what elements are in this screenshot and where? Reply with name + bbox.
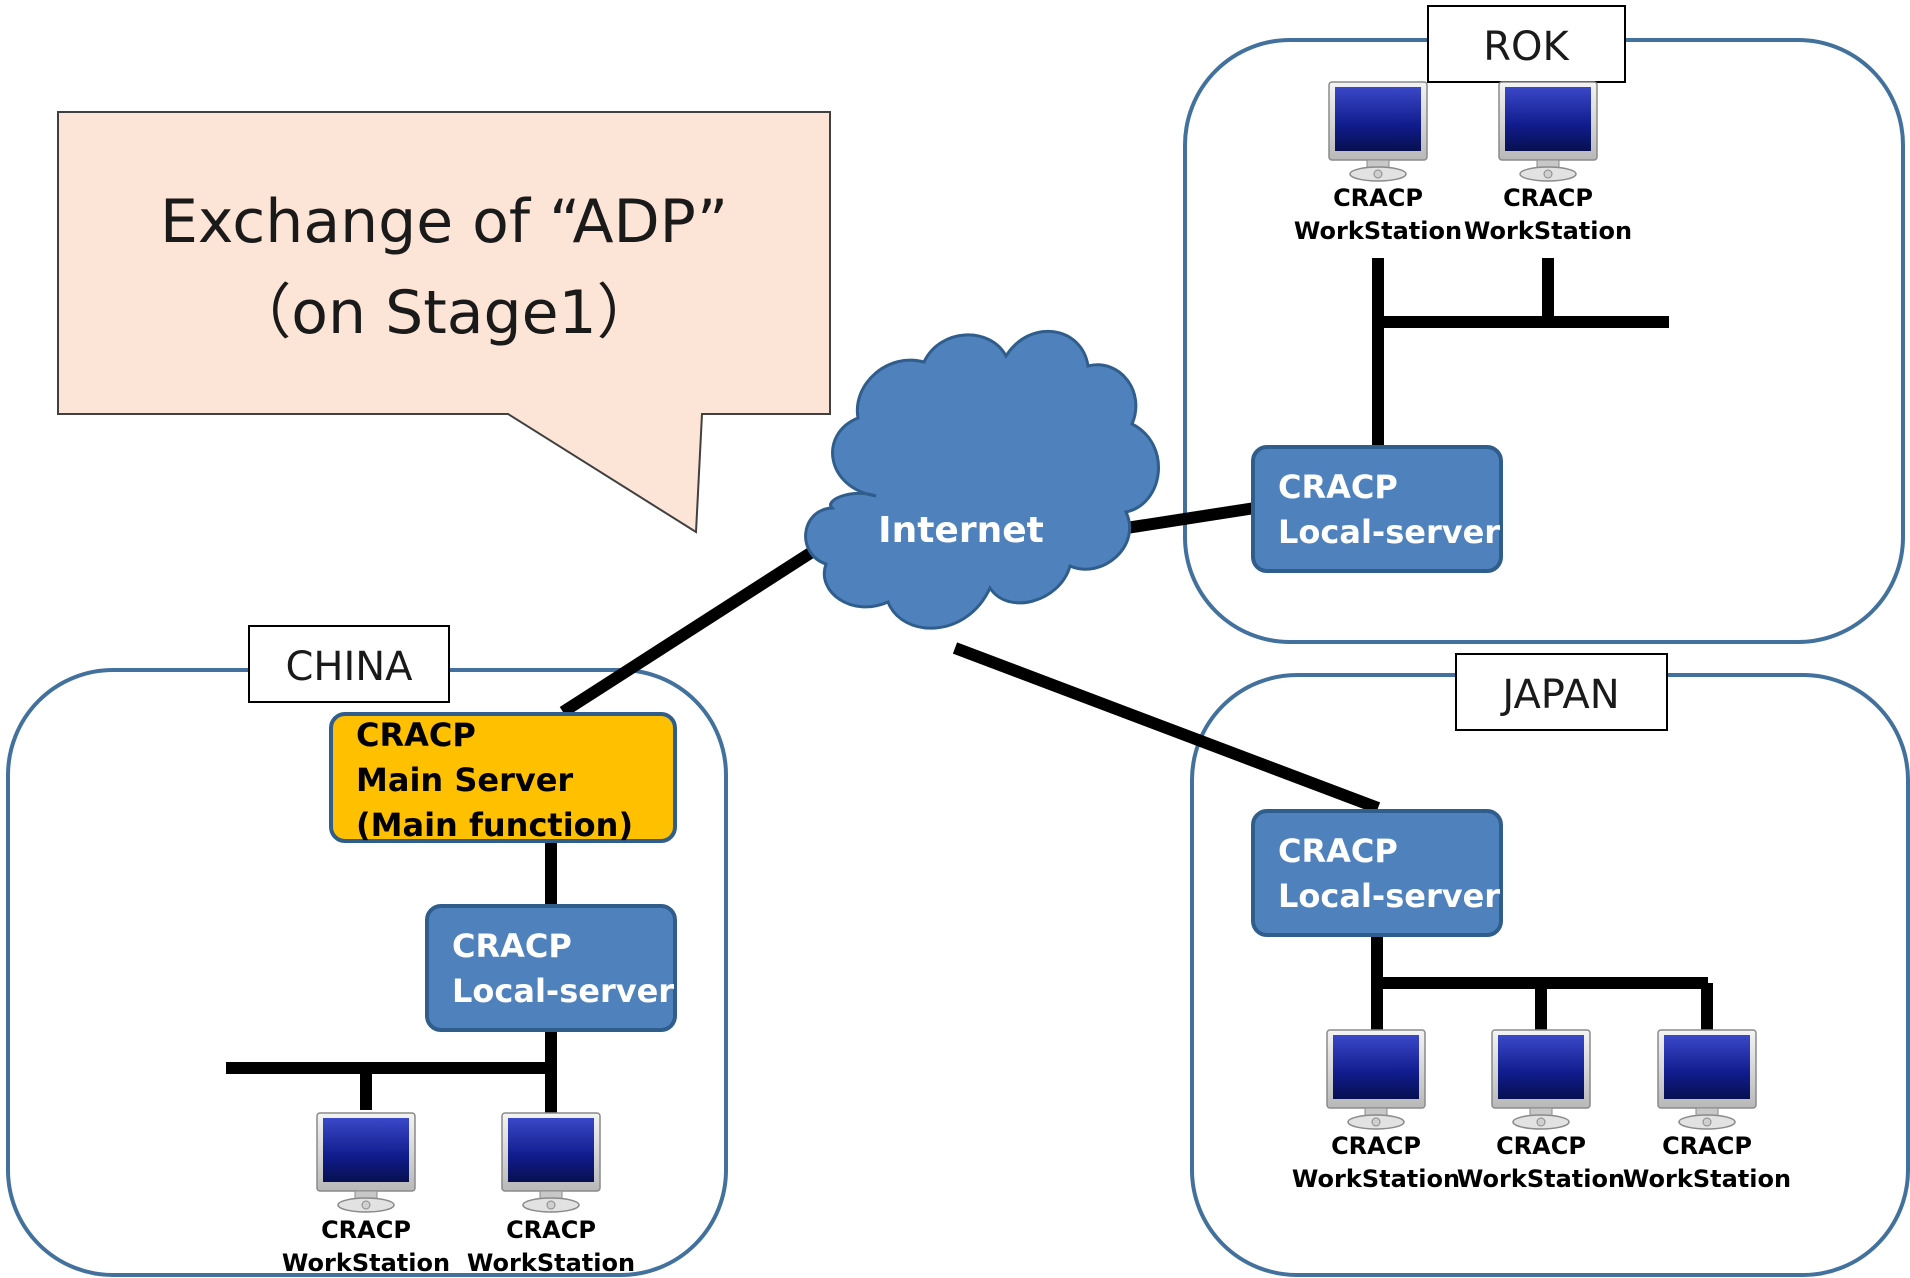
japan-workstation-2-line2: WorkStation	[1457, 1165, 1625, 1193]
japan-workstation-2: CRACP WorkStation	[1457, 1029, 1625, 1193]
china-workstation-1-line1: CRACP	[321, 1216, 411, 1244]
china-workstation-1: CRACP WorkStation	[282, 1112, 450, 1277]
internet-cloud: Internet	[804, 329, 1160, 630]
china-local-server: CRACP Local-server	[425, 904, 677, 1032]
rok-local-server: CRACP Local-server	[1251, 445, 1503, 573]
china-local-server-line1: CRACP	[452, 927, 572, 965]
japan-local-server-line1: CRACP	[1278, 832, 1398, 870]
japan-workstation-3: CRACP WorkStation	[1623, 1029, 1791, 1193]
china-workstation-2-line2: WorkStation	[467, 1249, 635, 1277]
rok-workstation-2-line2: WorkStation	[1464, 217, 1632, 245]
monitor-icon	[1328, 81, 1428, 182]
china-workstation-2-line1: CRACP	[506, 1216, 596, 1244]
monitor-icon	[1491, 1029, 1591, 1130]
rok-workstation-1-line2: WorkStation	[1294, 217, 1462, 245]
link-internet-japan	[952, 642, 1381, 814]
monitor-icon	[1498, 81, 1598, 182]
region-label-china-text: CHINA	[285, 644, 413, 690]
region-label-japan: JAPAN	[1455, 653, 1668, 731]
monitor-icon	[1657, 1029, 1757, 1130]
region-label-china: CHINA	[248, 625, 450, 703]
monitor-icon	[316, 1112, 416, 1213]
japan-workstation-1-line2: WorkStation	[1292, 1165, 1460, 1193]
china-main-server: CRACP Main Server (Main function)	[329, 712, 677, 844]
japan-workstation-3-line1: CRACP	[1662, 1132, 1752, 1160]
rok-local-server-line1: CRACP	[1278, 468, 1398, 506]
region-label-rok-text: ROK	[1483, 24, 1570, 70]
japan-local-server: CRACP Local-server	[1251, 809, 1503, 937]
rok-workstation-2: CRACP WorkStation	[1464, 81, 1632, 245]
japan-workstation-1-line1: CRACP	[1331, 1132, 1421, 1160]
rok-local-server-line2: Local-server	[1278, 513, 1500, 551]
rok-workstation-1: CRACP WorkStation	[1294, 81, 1462, 245]
rok-workstation-2-line1: CRACP	[1503, 184, 1593, 212]
region-label-japan-text: JAPAN	[1499, 672, 1619, 718]
japan-local-server-line2: Local-server	[1278, 877, 1500, 915]
china-main-server-line3: (Main function)	[356, 806, 633, 844]
china-workstation-2: CRACP WorkStation	[467, 1112, 635, 1277]
region-label-rok: ROK	[1427, 5, 1626, 83]
callout-title: Exchange of “ADP”	[160, 187, 728, 257]
japan-workstation-2-line1: CRACP	[1496, 1132, 1586, 1160]
china-main-server-line2: Main Server	[356, 761, 573, 799]
japan-workstation-1: CRACP WorkStation	[1292, 1029, 1460, 1193]
internet-label: Internet	[878, 510, 1044, 551]
china-workstation-1-line2: WorkStation	[282, 1249, 450, 1277]
monitor-icon	[1326, 1029, 1426, 1130]
callout-subtitle: （on Stage1）	[231, 278, 656, 348]
monitor-icon	[501, 1112, 601, 1213]
china-local-server-line2: Local-server	[452, 972, 674, 1010]
rok-workstation-1-line1: CRACP	[1333, 184, 1423, 212]
link-internet-china	[559, 528, 844, 718]
china-main-server-line1: CRACP	[356, 716, 476, 754]
callout: Exchange of “ADP” （on Stage1）	[57, 111, 831, 534]
japan-workstation-3-line2: WorkStation	[1623, 1165, 1791, 1193]
